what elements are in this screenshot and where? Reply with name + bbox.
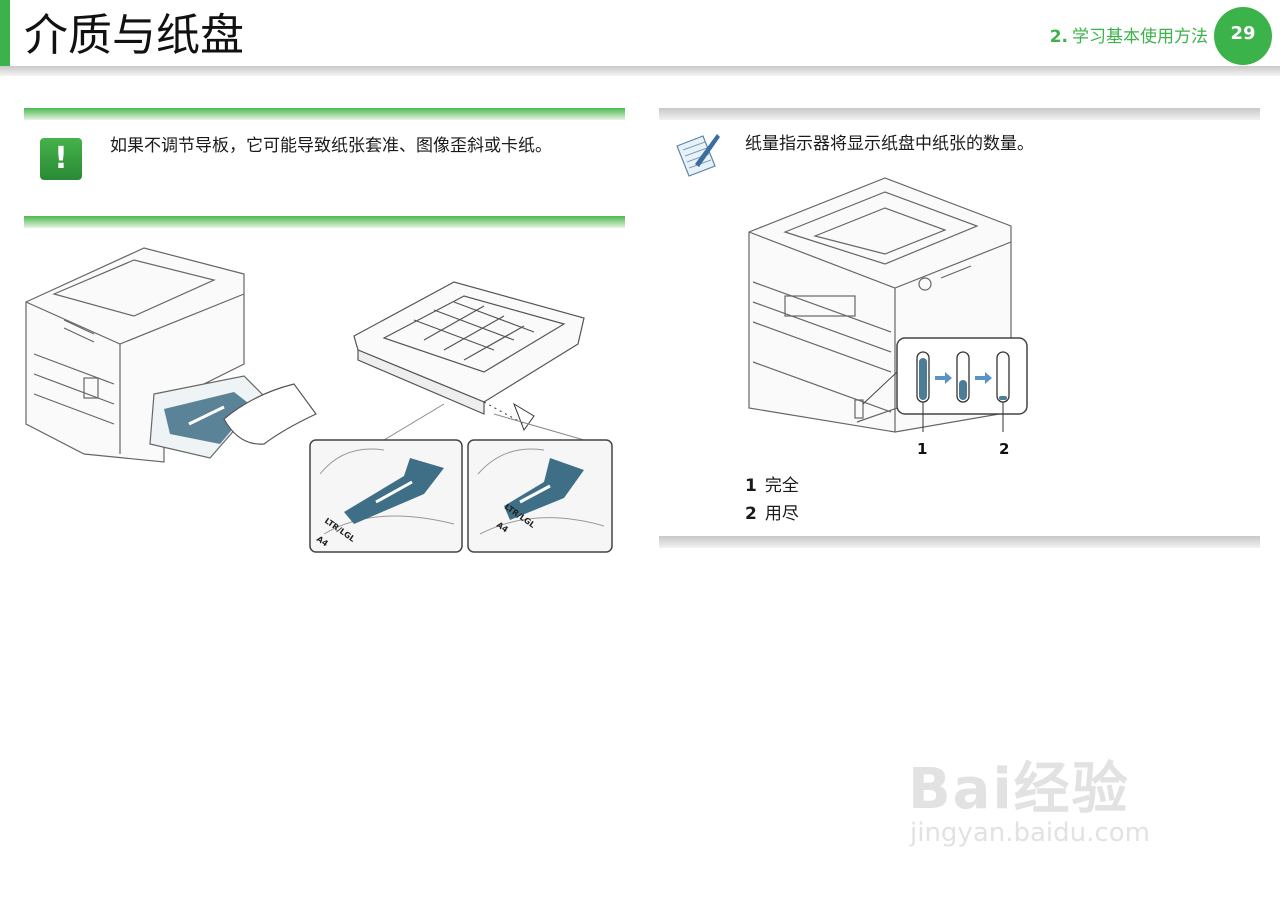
legend-label: 完全 [764, 476, 799, 496]
page-title: 介质与纸盘 [24, 10, 244, 61]
chapter-number: 2. [1049, 27, 1068, 47]
gauge-arrow-icon [935, 372, 952, 384]
watermark-url: jingyan.baidu.com [910, 818, 1150, 848]
legend-item: 2 用尽 [745, 500, 799, 528]
note-box: 纸量指示器将显示纸盘中纸张的数量。 1 2 [659, 108, 1260, 548]
warning-bottom-rule [24, 216, 625, 228]
legend-list: 1 完全 2 用尽 [745, 472, 799, 528]
callout-2: 2 [999, 440, 1009, 458]
chapter-label[interactable]: 2.学习基本使用方法 [1050, 22, 1208, 47]
warning-top-rule [24, 108, 625, 120]
legend-num: 2 [745, 504, 757, 524]
legend-label: 用尽 [764, 504, 799, 524]
header-divider [0, 66, 1280, 76]
page-number-badge: 29 [1214, 7, 1272, 65]
legend-num: 1 [745, 476, 757, 496]
gauge-arrow-icon [975, 372, 992, 384]
warning-box: ! 如果不调节导板，它可能导致纸张套准、图像歪斜或卡纸。 [24, 108, 625, 230]
printer-tray-illustration: LTR/LGL A4 LTR/LGL A4 [25, 247, 613, 553]
tray-guide-illustration [164, 392, 252, 444]
note-text: 纸量指示器将显示纸盘中纸张的数量。 [745, 134, 1034, 154]
warning-text: 如果不调节导板，它可能导致纸张套准、图像歪斜或卡纸。 [110, 136, 552, 156]
header-accent-bar [0, 0, 10, 70]
note-top-rule [659, 108, 1260, 120]
callout-1: 1 [917, 440, 927, 458]
chapter-title: 学习基本使用方法 [1072, 27, 1208, 47]
legend-item: 1 完全 [745, 472, 799, 500]
watermark-brand: Bai经验 [908, 757, 1130, 822]
note-bottom-rule [659, 536, 1260, 548]
paper-level-illustration: 1 2 [748, 177, 1028, 458]
note-pen-icon [676, 134, 720, 177]
exclamation-icon: ! [40, 138, 82, 180]
gauge-empty [996, 351, 1010, 403]
